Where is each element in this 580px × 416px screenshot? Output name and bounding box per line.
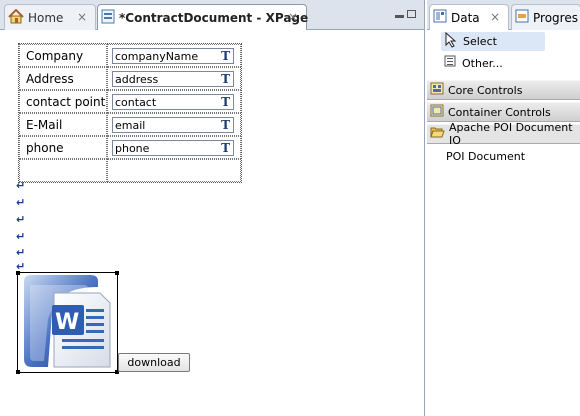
resize-handle[interactable]: [115, 370, 119, 374]
tab-progress-label: Progres: [533, 10, 578, 25]
folder-open-icon: [430, 126, 445, 142]
drawer-apache-poi[interactable]: Apache POI Document IO: [427, 121, 580, 147]
data-icon: [433, 9, 447, 26]
tab-contract-document-label: *ContractDocument - XPage: [119, 10, 309, 25]
address-field[interactable]: address T: [112, 71, 234, 87]
paragraph-mark: ↵: [16, 246, 26, 259]
text-field-icon: T: [221, 49, 230, 63]
drawer-label: Apache POI Document IO: [449, 121, 573, 147]
maximize-icon[interactable]: [407, 10, 416, 18]
home-icon: [8, 8, 24, 27]
field-value: companyName: [115, 50, 199, 63]
tab-data-label: Data: [451, 10, 480, 25]
paragraph-mark: ↵: [16, 213, 26, 226]
paragraph-mark: ↵: [16, 196, 26, 209]
contact-field[interactable]: contact T: [112, 94, 234, 110]
drawer-core-controls[interactable]: Core Controls: [427, 80, 580, 100]
row-label: Address: [19, 67, 107, 90]
close-icon[interactable]: ×: [489, 10, 500, 24]
row-label: E-Mail: [19, 113, 107, 136]
tab-home[interactable]: Home ×: [4, 4, 96, 30]
field-value: phone: [115, 142, 150, 155]
paragraph-mark: ↵: [16, 260, 26, 273]
table-row: contact point contact T: [19, 90, 241, 113]
row-label: Company: [19, 44, 107, 67]
resize-handle[interactable]: [16, 370, 20, 374]
close-icon[interactable]: ×: [287, 10, 298, 24]
palette-tabbar: Data × Progres: [427, 0, 580, 30]
container-controls-icon: [430, 104, 444, 120]
window-buttons: [395, 10, 416, 18]
drawer-label: Core Controls: [448, 83, 523, 97]
other-label: Other...: [462, 57, 503, 70]
empty-cell[interactable]: [107, 159, 241, 182]
palette-pane: Data × Progres Select Other... Core Cont…: [427, 0, 580, 416]
word-document-icon: W: [24, 275, 111, 368]
poi-document-item[interactable]: POI Document: [446, 150, 526, 163]
table-row: E-Mail email T: [19, 113, 241, 136]
minimize-icon[interactable]: [395, 15, 404, 18]
phone-field[interactable]: phone T: [112, 140, 234, 156]
select-arrow-icon: [444, 31, 458, 51]
editor-pane: Home × *ContractDocument - XPage × Compa…: [0, 0, 425, 416]
other-tool[interactable]: Other...: [441, 54, 503, 73]
resize-handle[interactable]: [16, 271, 20, 275]
paragraph-mark: ↵: [16, 230, 26, 243]
core-controls-icon: [430, 82, 444, 98]
select-tool[interactable]: Select: [441, 31, 545, 51]
table-row: Address address T: [19, 67, 241, 90]
tab-home-label: Home: [28, 10, 64, 25]
empty-cell[interactable]: [19, 159, 107, 182]
paragraph-mark: ↵: [16, 179, 26, 192]
select-label: Select: [463, 35, 497, 48]
row-label: phone: [19, 136, 107, 159]
tab-data[interactable]: Data ×: [429, 4, 509, 30]
text-field-icon: T: [221, 72, 230, 86]
word-document-image[interactable]: W: [16, 271, 119, 374]
tab-progress[interactable]: Progres: [511, 4, 580, 30]
progress-icon: [515, 9, 529, 26]
editor-tabbar: Home × *ContractDocument - XPage ×: [0, 0, 424, 30]
drawer-container-controls[interactable]: Container Controls: [427, 102, 580, 122]
close-icon[interactable]: ×: [76, 10, 87, 24]
table-row: Company companyName T: [19, 44, 241, 67]
text-field-icon: T: [221, 141, 230, 155]
table-row: [19, 159, 241, 182]
row-label: contact point: [19, 90, 107, 113]
field-value: contact: [115, 96, 157, 109]
download-button[interactable]: download: [118, 353, 190, 372]
resize-handle[interactable]: [115, 271, 119, 275]
tab-contract-document[interactable]: *ContractDocument - XPage ×: [97, 4, 309, 30]
xpage-icon: [101, 9, 115, 27]
drawer-label: Container Controls: [448, 105, 551, 119]
table-row: phone phone T: [19, 136, 241, 159]
text-field-icon: T: [221, 95, 230, 109]
email-field[interactable]: email T: [112, 117, 234, 133]
other-icon: [444, 55, 458, 72]
field-value: email: [115, 119, 146, 132]
svg-text:W: W: [55, 310, 79, 335]
company-name-field[interactable]: companyName T: [112, 48, 234, 64]
text-field-icon: T: [221, 118, 230, 132]
field-value: address: [115, 73, 159, 86]
